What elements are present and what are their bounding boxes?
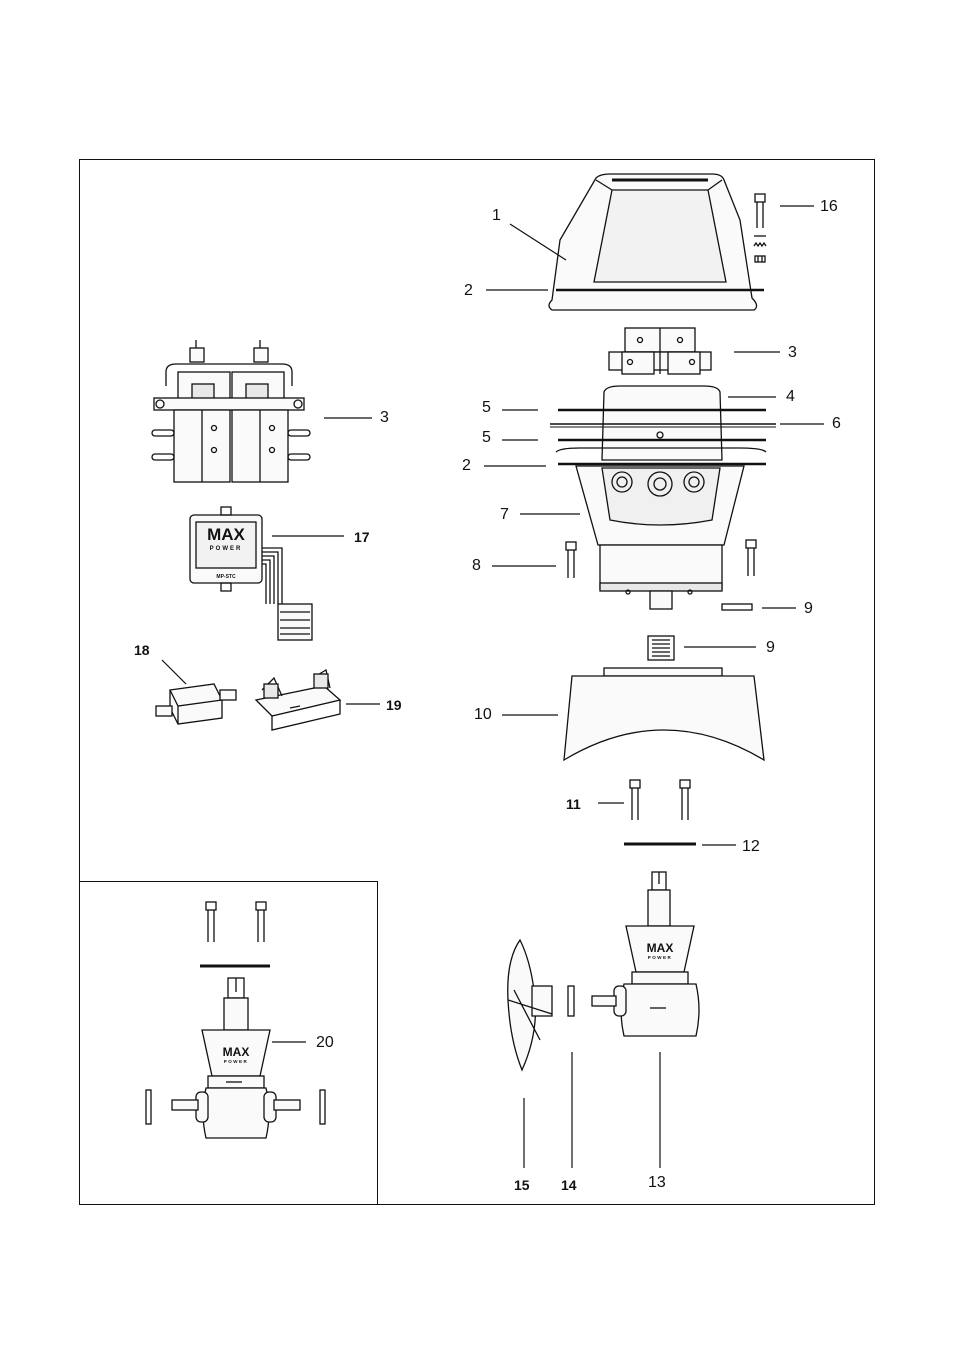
- control-box-part: [189, 506, 313, 641]
- part-label-1: 1: [492, 207, 501, 224]
- cover-part: [548, 173, 758, 311]
- part-label-20: 20: [316, 1034, 334, 1051]
- part-label-16: 16: [820, 198, 838, 215]
- part-label-12: 12: [742, 838, 760, 855]
- logo-brand-bottom: POWER: [224, 1059, 249, 1064]
- part-label-3: 3: [788, 344, 797, 361]
- part-label-5: 5: [482, 399, 491, 416]
- part-label-3: 3: [380, 409, 389, 426]
- diagram-frame: [79, 159, 875, 1205]
- part-label-9: 9: [766, 639, 775, 656]
- logo-brand-top: MAX: [223, 1045, 250, 1059]
- part-label-15: 15: [514, 1177, 530, 1193]
- part-label-5: 5: [482, 429, 491, 446]
- part-label-9: 9: [804, 600, 813, 617]
- fuse-part: [155, 683, 237, 725]
- fuse-holder-part: [254, 668, 342, 731]
- motor-body-part: [575, 465, 745, 610]
- part-label-17: 17: [354, 529, 370, 545]
- coupling-part: [647, 635, 675, 661]
- logo-brand-top: MAX: [207, 525, 245, 544]
- bolt-part: [565, 539, 757, 578]
- solenoid-part: [151, 340, 311, 483]
- propeller-part: [507, 938, 553, 1072]
- bolt-set-part: [753, 193, 767, 263]
- part-label-7: 7: [500, 506, 509, 523]
- part-label-13: 13: [648, 1174, 666, 1191]
- inset-frame: [79, 881, 378, 1205]
- part-label-4: 4: [786, 388, 795, 405]
- part-label-19: 19: [386, 697, 402, 713]
- twin-gear-leg-part: [145, 901, 326, 1139]
- part-label-8: 8: [472, 557, 481, 574]
- logo-brand-bottom: POWER: [210, 546, 243, 552]
- part-label-6: 6: [832, 415, 841, 432]
- leader-lines: [161, 205, 824, 1168]
- part-label-10: 10: [474, 706, 492, 723]
- logo-brand-top: MAX: [647, 941, 674, 955]
- key-part: [721, 603, 753, 611]
- logo-brand-bottom: POWER: [648, 955, 673, 960]
- base-part: [563, 667, 765, 762]
- part-label-18: 18: [134, 642, 150, 658]
- part-label-14: 14: [561, 1177, 577, 1193]
- part-label-11: 11: [566, 796, 581, 812]
- part-label-2: 2: [464, 282, 473, 299]
- washer-part: [567, 985, 575, 1017]
- logo-module-code: MP-STC: [216, 574, 236, 580]
- base-bolt-part: [629, 779, 691, 820]
- bracket-part: [608, 327, 712, 375]
- part-label-2: 2: [462, 457, 471, 474]
- motor-housing-part: [601, 385, 723, 461]
- gear-leg-part: [591, 871, 700, 1037]
